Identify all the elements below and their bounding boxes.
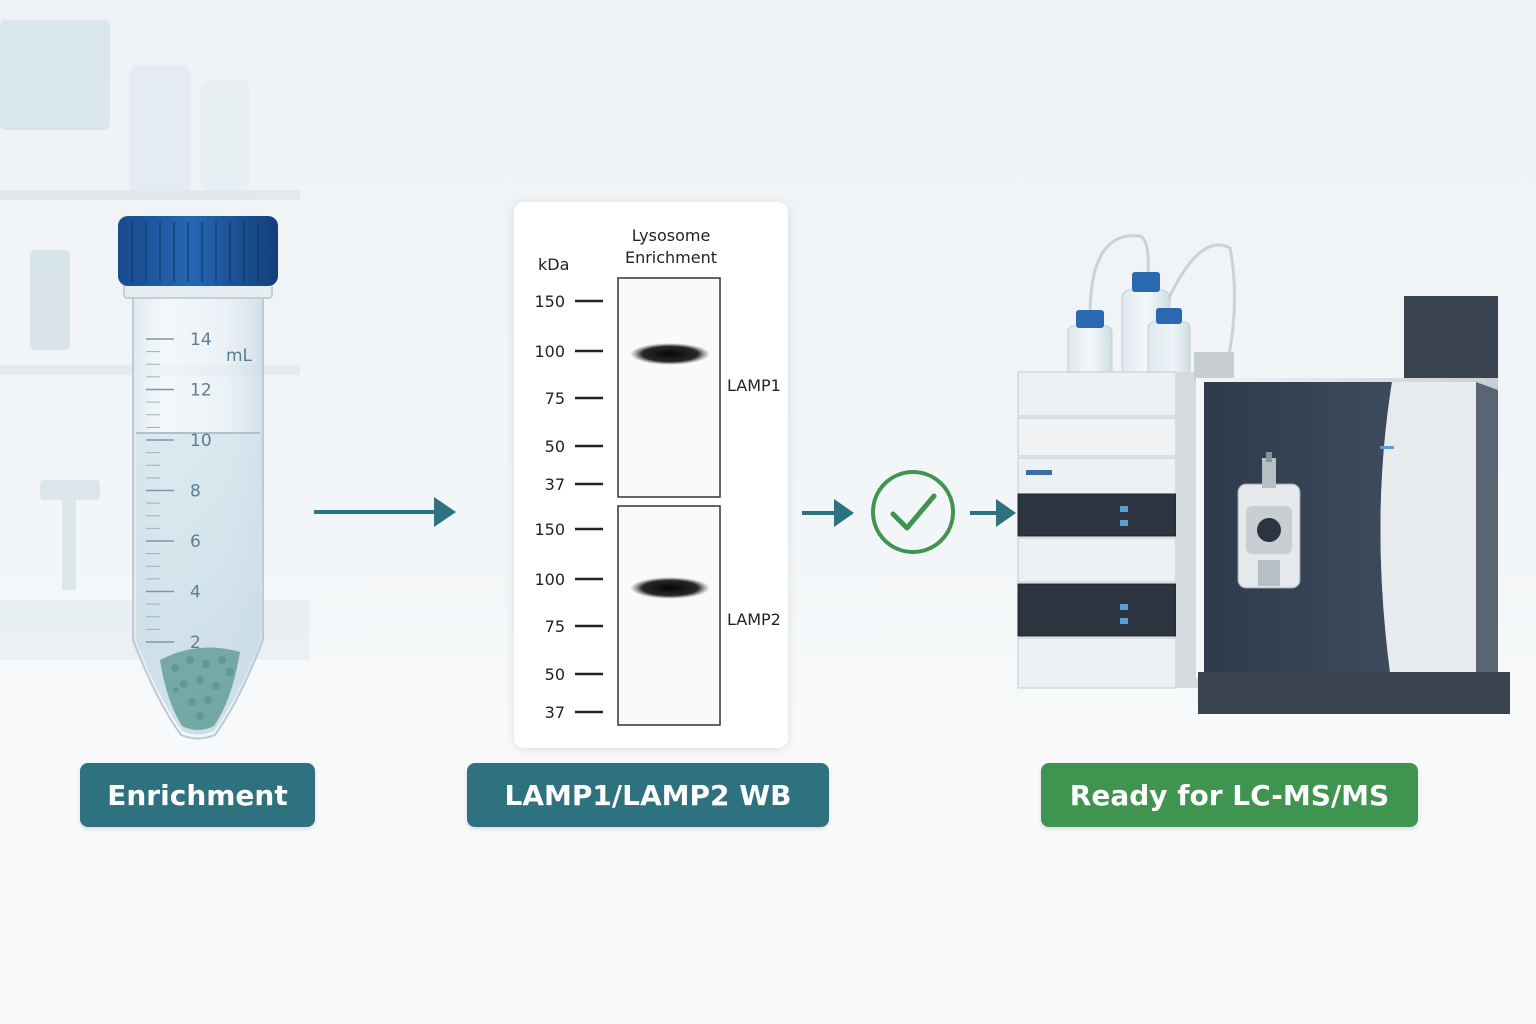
western-blot-step-label: LAMP1/LAMP2 WB <box>467 763 829 827</box>
arrow-right-icon <box>970 499 1016 527</box>
conical-tube: 14 12 10 8 6 4 2 mL <box>118 216 278 740</box>
arrow-right-icon <box>802 499 854 527</box>
tube-graduation-label: 4 <box>190 583 201 603</box>
lc-stack <box>1017 352 1234 689</box>
tube-cap <box>118 216 278 286</box>
tube-graduations: 14 12 10 8 6 4 2 <box>146 330 212 653</box>
tube-unit-label: mL <box>226 346 253 366</box>
tube-graduation-label: 12 <box>190 381 212 401</box>
tube-graduation-label: 8 <box>190 482 201 502</box>
western-blot-panel <box>514 202 788 748</box>
tube-graduation-label: 2 <box>190 633 201 653</box>
arrow-right-icon <box>314 497 456 527</box>
checkmark-circle-icon <box>871 470 955 554</box>
lcms-ready-step-label: Ready for LC-MS/MS <box>1041 763 1418 827</box>
tube-graduation-label: 14 <box>190 330 212 350</box>
enrichment-step-label: Enrichment <box>80 763 315 827</box>
lc-ms-instrument <box>1017 234 1510 714</box>
solvent-bottle <box>1147 308 1191 377</box>
mass-spectrometer <box>1196 296 1510 714</box>
tube-pellet <box>160 647 240 730</box>
tube-graduation-label: 10 <box>190 431 212 451</box>
tube-graduation-label: 6 <box>190 532 201 552</box>
ion-source <box>1237 452 1301 589</box>
solvent-bottle <box>1067 310 1113 377</box>
